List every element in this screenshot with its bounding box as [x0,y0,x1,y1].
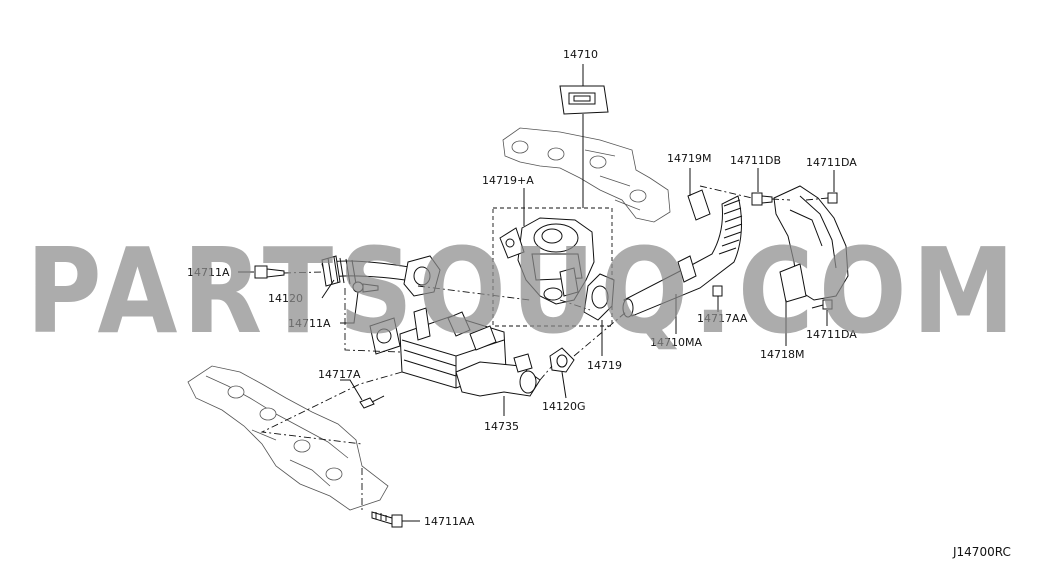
leader-14120 [321,279,335,299]
assembly-line-top-bolts [699,185,829,201]
callout-14120[interactable]: 14120 [268,292,303,305]
bolt-14711AA-drawing [371,511,403,528]
bolt-14717A-drawing [359,395,385,409]
heat-shield-drawing [773,185,849,303]
egr-assembly-boundary [492,207,613,327]
assembly-line-valve-gasket [559,299,591,311]
egr-connector-drawing [559,85,609,115]
watermark-text: PARTSOUQ.COM [26,222,1020,360]
leader-14717A [340,379,363,401]
callout-14711DB[interactable]: 14711DB [730,154,781,167]
diagram-code: J14700RC [952,545,1011,559]
callout-14718M[interactable]: 14718M [760,348,804,361]
egr-pipe-14120-drawing [321,255,441,297]
assembly-line-bolt-left [283,271,323,274]
callout-14711DA-bot[interactable]: 14711DA [806,328,857,341]
callout-14717A[interactable]: 14717A [318,368,361,381]
gasket-14120G-drawing [549,347,575,373]
bolt-14711DB-drawing [751,192,773,206]
callout-14711AA[interactable]: 14711AA [424,515,475,528]
callout-14710MA[interactable]: 14710MA [650,336,702,349]
flexible-pipe-drawing [622,189,743,318]
callout-14711A-mid[interactable]: 14711A [288,317,331,330]
callout-14711DA-top[interactable]: 14711DA [806,156,857,169]
callout-14735[interactable]: 14735 [484,420,519,433]
exhaust-manifold-drawing [502,127,671,223]
gasket-14719-drawing [583,273,615,321]
assembly-line-cooler-to-block [260,371,403,445]
callout-14719[interactable]: 14719 [587,359,622,372]
assembly-line-gasket-to-flexpipe [573,311,627,357]
bolt-14711A-left-drawing [254,265,285,279]
callout-14711A-left[interactable]: 14711A [187,266,230,279]
engine-block-drawing [187,365,389,511]
bolt-14711DA-bot-drawing [811,299,833,310]
leader-14711A-mid [340,291,359,324]
assembly-line-pipe-to-valve [417,285,531,301]
callout-14719A[interactable]: 14719+A [482,174,534,187]
bolt-14711DA-top-drawing [827,192,838,204]
assembly-line-pipe-to-cooler [344,288,401,353]
callout-14719M[interactable]: 14719M [667,152,711,165]
bolt-14711A-mid-drawing [352,281,379,293]
callout-14120G[interactable]: 14120G [542,400,586,413]
cooler-outlet-elbow-drawing [455,353,541,397]
callout-14717AA[interactable]: 14717AA [697,312,748,325]
egr-valve-drawing [499,217,595,305]
assembly-line-elbow-gasket [539,365,553,381]
callout-14710[interactable]: 14710 [563,48,598,61]
leader-14120G [561,371,567,399]
